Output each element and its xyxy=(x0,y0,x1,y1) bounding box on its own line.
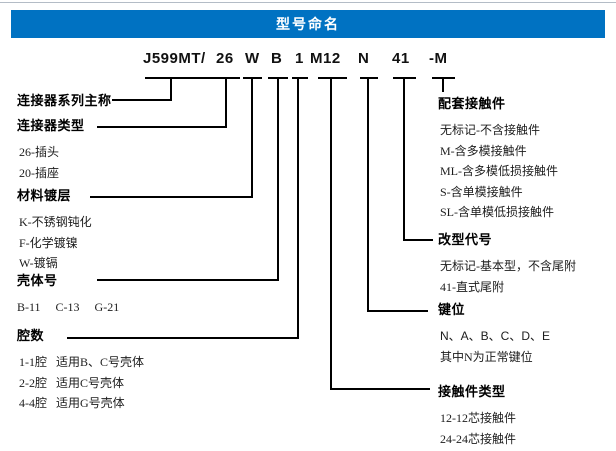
leader-horizontal-mod-code xyxy=(403,239,433,241)
group-title: 壳体号 xyxy=(17,273,58,288)
leader-vertical-series xyxy=(170,77,172,101)
title-bar: 型号命名 xyxy=(11,10,605,38)
code-segment-key-position: N xyxy=(358,50,370,67)
leader-horizontal-series xyxy=(112,99,172,101)
option-item: 其中N为正常键位 xyxy=(440,349,533,364)
leader-vertical-connector-type xyxy=(225,77,227,128)
leader-vertical-cavity-count xyxy=(297,77,299,339)
option-item: 12-12芯接触件 xyxy=(440,411,516,425)
option-item: N、A、B、C、D、E xyxy=(440,329,551,343)
leader-horizontal-contact-type xyxy=(330,388,430,390)
code-segment-contact-type: M12 xyxy=(310,50,341,67)
underline-connector-type xyxy=(216,77,240,79)
underline-series xyxy=(145,77,228,79)
code-segment-cavity-count: 1 xyxy=(295,50,304,67)
option-item: 1-1腔 适用B、C号壳体 xyxy=(19,355,145,369)
option-item: 无标记-不含接触件 xyxy=(440,123,540,137)
option-item: 41-直式尾附 xyxy=(440,279,504,294)
code-segment-mod-code: 41 xyxy=(392,50,410,67)
group-title: 接触件类型 xyxy=(438,384,506,399)
option-item: W-镀镉 xyxy=(19,256,58,270)
label-group-key-position: 键位 N、A、B、C、D、E 其中N为正常键位 xyxy=(438,302,550,367)
option-item: F-化学镀镍 xyxy=(19,235,78,250)
option-item: 20-插座 xyxy=(19,165,59,180)
option-item: 无标记-基本型，不含尾附 xyxy=(440,259,576,273)
group-title: 连接器系列主称 xyxy=(17,93,112,108)
leader-vertical-key-position xyxy=(367,77,369,312)
page-title: 型号命名 xyxy=(276,16,340,32)
label-group-connector-type: 连接器类型 26-插头 20-插座 xyxy=(17,118,85,183)
group-title: 改型代号 xyxy=(438,232,493,247)
leader-vertical-contact-type xyxy=(330,77,332,390)
leader-horizontal-plating xyxy=(90,196,253,198)
option-item: 24-24芯接触件 xyxy=(440,431,516,446)
label-group-shell-number: 壳体号 B-11 C-13 G-21 xyxy=(17,273,119,318)
group-title: 配套接触件 xyxy=(438,96,506,111)
label-group-cavity-count: 腔数 1-1腔 适用B、C号壳体 2-2腔 适用C号壳体 4-4腔 适用G号壳体 xyxy=(17,328,144,414)
group-title: 键位 xyxy=(438,302,466,317)
label-group-mating-contacts: 配套接触件 无标记-不含接触件 M-含多模接触件 ML-含多模低损接触件 S-含… xyxy=(438,96,558,223)
option-item: 26-插头 xyxy=(19,145,59,159)
option-item: 4-4腔 适用G号壳体 xyxy=(19,396,125,410)
leader-horizontal-connector-type xyxy=(97,126,227,128)
code-segment-series: J599MT/ xyxy=(143,50,206,67)
leader-horizontal-cavity-count xyxy=(67,337,299,339)
option-item: B-11 C-13 G-21 xyxy=(17,300,120,314)
top-rule xyxy=(0,2,616,3)
option-item: K-不锈钢钝化 xyxy=(19,215,92,229)
underline-contact-type xyxy=(318,77,347,79)
option-item: 2-2腔 适用C号壳体 xyxy=(19,375,125,390)
leader-horizontal-shell-number xyxy=(97,279,279,281)
code-segment-connector-type: 26 xyxy=(216,50,234,67)
group-title: 腔数 xyxy=(17,328,45,343)
code-segment-plating: W xyxy=(245,50,260,67)
group-title: 材料镀层 xyxy=(17,188,72,203)
label-group-mod-code: 改型代号 无标记-基本型，不含尾附 41-直式尾附 xyxy=(438,232,576,297)
label-group-contact-type: 接触件类型 12-12芯接触件 24-24芯接触件 xyxy=(438,384,516,449)
leader-vertical-shell-number xyxy=(277,77,279,281)
underline-key-position xyxy=(360,77,378,79)
option-item: S-含单模接触件 xyxy=(440,184,523,199)
option-item: SL-含单模低损接触件 xyxy=(440,205,555,219)
option-item: ML-含多模低损接触件 xyxy=(440,164,558,178)
label-group-series-name: 连接器系列主称 xyxy=(17,93,112,117)
leader-vertical-mating-contacts xyxy=(442,77,444,92)
label-group-plating: 材料镀层 K-不锈钢钝化 F-化学镀镍 W-镀镉 xyxy=(17,188,92,274)
group-title: 连接器类型 xyxy=(17,118,85,133)
underline-cavity-count xyxy=(292,77,308,79)
leader-vertical-mod-code xyxy=(403,77,405,241)
code-segment-shell-number: B xyxy=(271,50,283,67)
option-item: M-含多模接触件 xyxy=(440,143,527,158)
code-segment-mating-contacts: -M xyxy=(429,50,448,67)
leader-vertical-plating xyxy=(251,77,253,198)
leader-horizontal-key-position xyxy=(367,310,428,312)
